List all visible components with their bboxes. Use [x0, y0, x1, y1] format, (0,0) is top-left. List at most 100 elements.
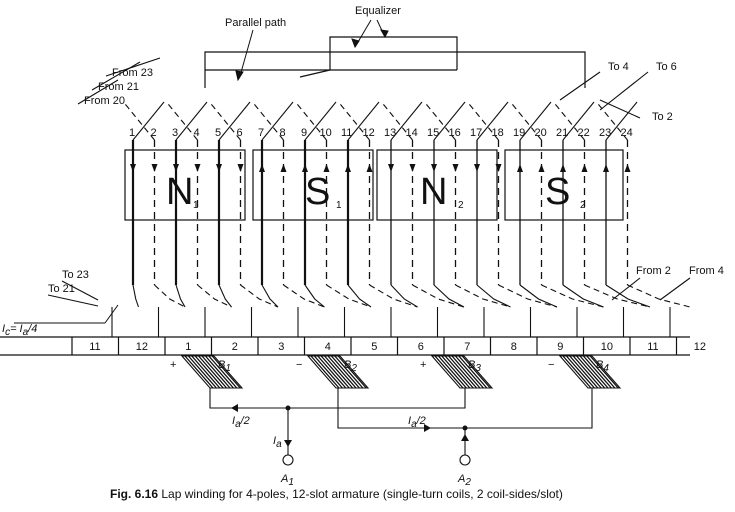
slot-number: 20: [535, 127, 547, 139]
commutator-segment-number: 10: [601, 341, 613, 353]
brush-polarity: −: [296, 359, 302, 371]
slot-number: 22: [578, 127, 590, 139]
slot-number: 23: [599, 127, 611, 139]
bottom-end-connection: [154, 284, 186, 308]
top-end-connection: [132, 101, 165, 141]
brush-polarity: +: [420, 359, 426, 371]
slot-number: 13: [384, 127, 396, 139]
bottom-end-connection: [476, 284, 511, 308]
top-end-connection: [338, 101, 370, 141]
commutator: [0, 336, 690, 356]
current-arrow: [603, 164, 609, 172]
bottom-end-connection: [455, 284, 511, 308]
lead-line: [61, 280, 99, 301]
bottom-end-connection: [218, 284, 232, 308]
top-end-connection: [519, 101, 552, 141]
slot-number: 21: [556, 127, 568, 139]
pole-letter: S: [305, 171, 330, 213]
top-end-connection: [261, 101, 294, 141]
bottom-end-connection: [175, 284, 186, 308]
pole-sub: 1: [336, 200, 342, 211]
lead-line: [659, 277, 691, 301]
external-circuit: [209, 388, 593, 466]
bottom-end-connection: [519, 284, 558, 308]
bottom-end-connections: [47, 277, 691, 337]
top-end-connection: [510, 101, 542, 141]
commutator-segment-number: 1: [185, 341, 191, 353]
current-arrow: [624, 164, 631, 172]
brush-polarity: +: [170, 359, 176, 371]
bottom-end-connection: [240, 284, 279, 308]
from-20-label: From 20: [84, 95, 125, 107]
pole-n2: [376, 149, 498, 221]
coil-current-label: Ic= Ia/4: [2, 323, 37, 338]
top-end-connection: [175, 101, 208, 141]
top-end-connection: [218, 101, 251, 141]
current-arrow: [130, 164, 136, 172]
slot-number: 24: [621, 127, 633, 139]
slot-number: 19: [513, 127, 525, 139]
lead-line: [77, 79, 119, 105]
top-end-connection: [381, 101, 413, 141]
top-end-connection: [304, 101, 337, 141]
lead-line: [599, 71, 649, 111]
current-arrow: [151, 164, 158, 172]
slot-number: 11: [341, 127, 352, 139]
to-4-label: To 4: [608, 61, 629, 73]
bottom-end-connection: [347, 284, 372, 308]
bottom-end-connection: [562, 284, 604, 308]
half-current-left-label: Ia/2: [232, 415, 250, 430]
slot-number: 7: [258, 127, 264, 139]
pole-letter: N: [166, 171, 193, 213]
to-23-label: To 23: [62, 269, 89, 281]
current-arrow: [431, 164, 437, 172]
from-21-label: From 21: [98, 81, 139, 93]
top-end-connection: [433, 101, 466, 141]
lead-line: [47, 294, 99, 307]
top-end-connection: [295, 101, 327, 141]
external-circuit-marks: [231, 404, 469, 447]
commutator-segment-number: 5: [371, 341, 377, 353]
slot-number: 2: [151, 127, 157, 139]
equalizer-label: Equalizer: [355, 5, 401, 17]
top-end-connection: [252, 101, 284, 141]
slot-number: 14: [406, 127, 418, 139]
pole-letters: N 1 S 1 N 2 S 2: [166, 171, 586, 213]
bottom-end-connection: [541, 284, 604, 308]
slot-number: 12: [363, 127, 375, 139]
bottom-end-connection: [498, 284, 558, 308]
lead-line: [611, 277, 641, 301]
coil-current-leader-tail: [104, 304, 119, 324]
slot-number: 9: [301, 127, 307, 139]
brush: [306, 355, 370, 389]
half-current-right-label: Ia/2: [408, 415, 426, 430]
pole-s1: [252, 149, 374, 221]
lead-line: [91, 61, 141, 91]
current-arrow: [345, 164, 351, 172]
top-end-connection: [476, 101, 509, 141]
pole-sub: 2: [458, 200, 464, 211]
bottom-end-connection: [390, 284, 418, 308]
brush-label: B3: [468, 359, 481, 374]
commutator-segment-number: 2: [232, 341, 238, 353]
from-4-label: From 4: [689, 265, 724, 277]
pole-n1: [124, 149, 246, 221]
pole-s2: [504, 149, 624, 221]
brush: [558, 355, 622, 389]
current-arrow: [302, 164, 308, 172]
current-arrow: [495, 164, 502, 172]
current-arrow: [323, 164, 330, 172]
to-21-label: To 21: [48, 283, 75, 295]
top-end-connection: [166, 101, 198, 141]
pole-letter: N: [420, 171, 447, 213]
commutator-segment-number: 8: [511, 341, 517, 353]
terminal-a2-label: A2: [457, 473, 471, 488]
figure-caption: Fig. 6.16 Lap winding for 4-poles, 12-sl…: [110, 487, 730, 501]
from-23-label: From 23: [112, 67, 153, 79]
commutator-segment-number: 11: [647, 341, 658, 353]
slot-number: 5: [215, 127, 221, 139]
brushes: +B1−B2+B3−B4: [170, 355, 622, 389]
slot-number: 18: [492, 127, 504, 139]
